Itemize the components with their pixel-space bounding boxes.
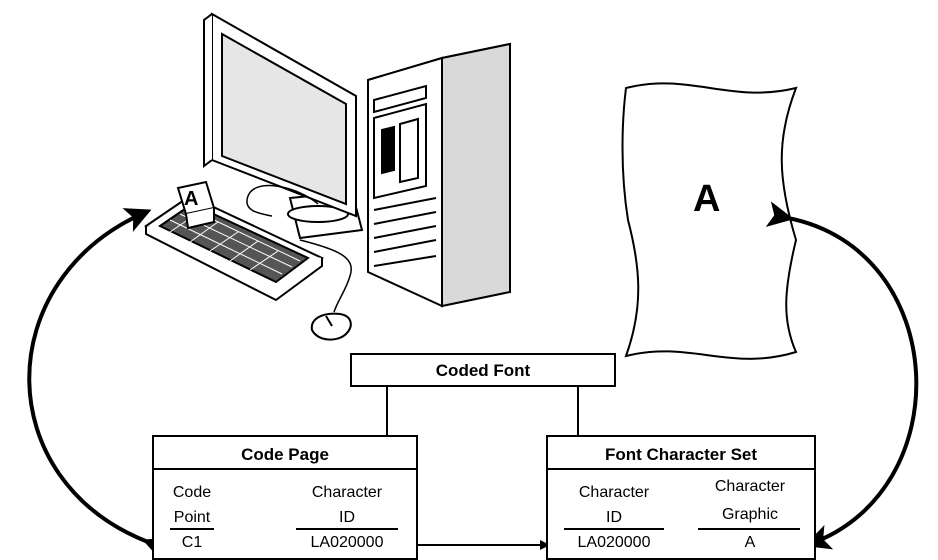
code-page-character-id-value: LA020000 [310,534,384,551]
code-page-col1-header-line1: Code [172,484,212,501]
fcs-col1-header-line2: ID [606,509,622,526]
font-character-set-title: Font Character Set [604,445,758,464]
code-page-title: Code Page [241,445,329,464]
fcs-col1-header-line1: Character [578,484,650,501]
font-character-set-title-divider [548,468,814,470]
tower-computer-icon [367,42,511,308]
keyboard-icon [144,180,324,302]
font-character-set-box: Font Character Set Character ID LA020000… [546,435,816,560]
fcs-col2-header-line2: Graphic [721,506,779,523]
code-page-col2-header-line2: ID [339,509,355,526]
mouse-icon [310,312,352,341]
coded-font-label: Coded Font [435,361,531,380]
code-page-col1-header-line2: Point [173,509,211,526]
fcs-col2-header-line1: Character [714,478,786,495]
fcs-col1-underline [564,528,664,530]
code-page-col1-underline [170,528,214,530]
printed-page-icon [621,82,798,360]
code-page-col2-header-line1: Character [311,484,383,501]
coded-font-box: Coded Font [350,353,616,387]
fcs-character-id-value: LA020000 [577,534,651,551]
fcs-character-graphic-value: A [744,534,756,551]
right-curved-arrow [765,201,919,550]
fcs-col2-underline [698,528,800,530]
code-page-col2-underline [296,528,398,530]
code-page-code-point-value: C1 [181,534,203,551]
monitor-icon [203,12,364,240]
code-page-title-divider [154,468,416,470]
printed-page-letter: A [693,178,721,220]
left-curved-arrow [27,208,172,556]
keyboard-key-letter: A [184,188,199,210]
code-page-box: Code Page Code Point C1 Character ID LA0… [152,435,418,560]
